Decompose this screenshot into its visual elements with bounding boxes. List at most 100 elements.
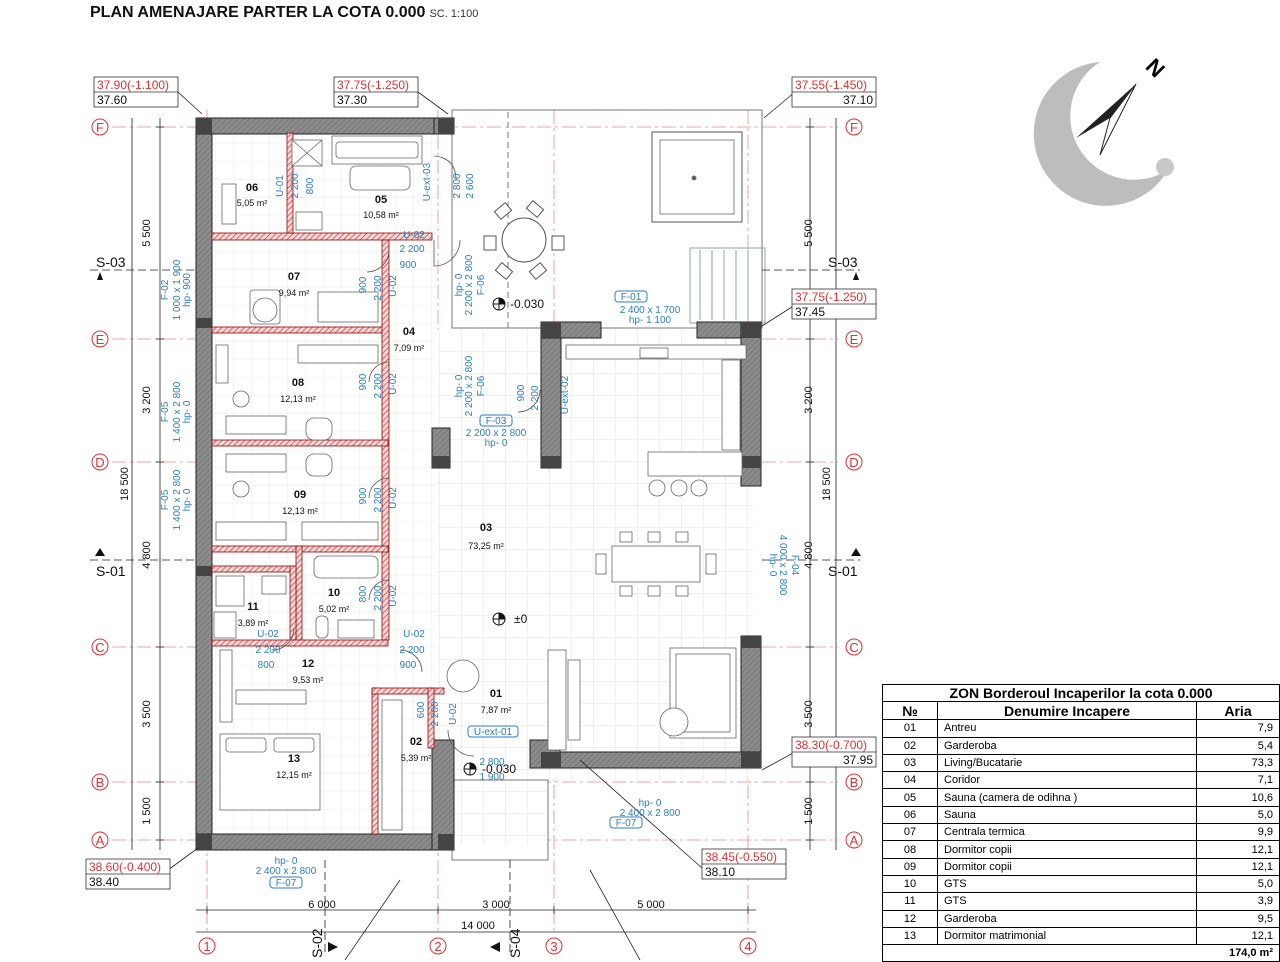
tag-u02-07: U-02 <box>388 275 399 297</box>
tag-u02-02: U-02 <box>448 703 459 725</box>
tag-f02: F-02 <box>160 279 171 300</box>
tag-f06-top-size: 2 200 x 2 800 <box>464 254 475 315</box>
tag-u02-05-w: 900 <box>400 260 417 271</box>
table-cell-area: 9,5 <box>1196 909 1280 928</box>
tag-f07-left-size: 2 400 x 2 800 <box>256 866 317 877</box>
tag-u01-w: 800 <box>305 177 316 194</box>
table-header-area: Aria <box>1196 701 1280 721</box>
dim-left-4: 3 500 <box>141 700 153 728</box>
room-05-number: 05 <box>375 194 387 206</box>
room-03-number: 03 <box>480 522 492 534</box>
dim-left-2: 3 200 <box>141 386 153 414</box>
room-02-area: 5,39 m² <box>401 753 432 763</box>
room-09-number: 09 <box>294 489 306 501</box>
elevation-tags: 37.90(-1.100) 37.60 37.75(-1.250) 37.30 … <box>85 76 877 890</box>
room-08-number: 08 <box>292 377 304 389</box>
table-cell-name: Centrala termica <box>937 823 1197 842</box>
axis-label-b-right: B <box>850 775 859 790</box>
wall-corners <box>196 118 761 850</box>
section-s02: S-02 <box>309 928 325 958</box>
elev-tag-6-top: 38.60(-0.400) <box>89 860 161 874</box>
dim-right-3: 4 800 <box>803 541 815 569</box>
tag-f02-hp: hp- 900 <box>182 273 193 307</box>
room-02-number: 02 <box>410 736 422 748</box>
table-cell-name: GTS <box>937 892 1197 911</box>
tag-f05-bottom: F-05 <box>160 489 171 510</box>
table-cell-num: 13 <box>882 926 938 946</box>
table-cell-num: 01 <box>882 719 938 738</box>
table-cell-name: Living/Bucatarie <box>937 753 1197 773</box>
tag-f01-hp: hp- 1 100 <box>629 315 672 326</box>
dim-right-5: 1 500 <box>803 797 815 825</box>
axis-label-f-left: F <box>96 120 104 135</box>
room-09-area: 12,13 m² <box>282 506 318 516</box>
room-10-area: 5,02 m² <box>319 604 350 614</box>
table-cell-num: 02 <box>882 736 938 755</box>
tag-u02-12-h: 2 200 <box>255 645 280 656</box>
room-schedule-table: ZON Borderoul Incaperilor la cota 0.000 … <box>882 683 1280 962</box>
room-06-number: 06 <box>246 182 258 194</box>
table-cell-num: 11 <box>882 892 938 911</box>
section-s01-left: S-01 <box>96 563 126 579</box>
table-cell-name: GTS <box>937 874 1197 894</box>
room-12-area: 9,53 m² <box>293 675 324 685</box>
elev-tag-1-bottom: 37.60 <box>97 93 127 107</box>
tag-uext03: U-ext-03 <box>422 162 433 201</box>
table-cell-num: 05 <box>882 788 938 807</box>
tag-f05-bottom-size: 1 400 x 2 800 <box>172 469 183 530</box>
table-cell-num: 08 <box>882 840 938 859</box>
room-10-number: 10 <box>328 587 340 599</box>
tag-uext01-h1: 2 800 <box>479 757 504 768</box>
elev-tag-6-bottom: 38.40 <box>89 875 119 889</box>
tag-u02-05-h: 2 200 <box>399 244 424 255</box>
table-cell-area: 9,9 <box>1196 823 1280 842</box>
table-cell-num: 03 <box>882 753 938 773</box>
axis-label-a-right: A <box>850 833 859 848</box>
axis-label-d-right: D <box>849 455 858 470</box>
tag-uext02-w: 900 <box>516 384 527 401</box>
tag-u02-10-h: 2 200 <box>373 585 384 610</box>
elev-tag-3-top: 37.55(-1.450) <box>795 78 867 92</box>
tag-u02-12-a: U-02 <box>257 629 279 640</box>
table-cell-name: Dormitor copii <box>937 840 1197 859</box>
tag-u02-01-a: U-02 <box>403 629 425 640</box>
tag-uext01-h2: 1 900 <box>479 772 504 783</box>
tag-uext02-h: 2 200 <box>530 385 541 410</box>
room-13-number: 13 <box>288 753 300 765</box>
tag-u01-h: 2 200 <box>290 173 301 198</box>
table-cell-name: Dormitor copii <box>937 857 1197 876</box>
tag-u02-09-h: 2 200 <box>373 487 384 512</box>
table-cell-area: 5,0 <box>1196 805 1280 825</box>
tag-f05-top-size: 1 400 x 2 800 <box>172 381 183 442</box>
tag-f07-left: F-07 <box>276 878 297 889</box>
elev-tag-2-top: 37.75(-1.250) <box>337 78 409 92</box>
tag-u01: U-01 <box>275 175 286 197</box>
room-labels: 06 5,05 m² 05 10,58 m² 07 9,94 m² 04 7,0… <box>237 182 512 780</box>
plan-title: PLAN AMENAJARE PARTER LA COTA 0.000 <box>90 4 426 21</box>
tag-u02-08-w: 900 <box>358 373 369 390</box>
elev-tag-7-bottom: 38.10 <box>705 865 735 879</box>
tag-f03-hp: hp- 0 <box>485 438 508 449</box>
tag-f04-hp: hp- 0 <box>767 554 778 577</box>
level-mark-entry: -0.030 <box>482 762 516 776</box>
tag-u02-02-h: 2 200 <box>430 701 441 726</box>
opening-tags-vertical: U-01 2 200 800 U-ext-03 2 800 2 600 F-06… <box>160 162 800 726</box>
section-s03-left: S-03 <box>96 254 126 270</box>
table-cell-num: 07 <box>882 823 938 842</box>
tag-u02-01-h: 2 200 <box>399 645 424 656</box>
tag-u02-12-w: 800 <box>258 660 275 671</box>
table-cell-name: Dormitor matrimonial <box>937 926 1197 946</box>
dimension-texts: 5 500 3 200 4 800 3 500 1 500 18 500 5 5… <box>119 219 833 932</box>
section-s04: S-04 <box>507 928 523 958</box>
room-06-area: 5,05 m² <box>237 198 268 208</box>
axis-label-1: 1 <box>203 939 210 954</box>
table-total: 174,0 m² <box>882 944 1280 962</box>
section-markers: S-03 S-03 S-01 S-01 S-02 S-04 <box>95 254 861 958</box>
tag-f06-top: F-06 <box>476 274 487 295</box>
tag-f03-size: 2 200 x 2 800 <box>466 428 527 439</box>
elev-tag-4-bottom: 37.45 <box>795 305 825 319</box>
